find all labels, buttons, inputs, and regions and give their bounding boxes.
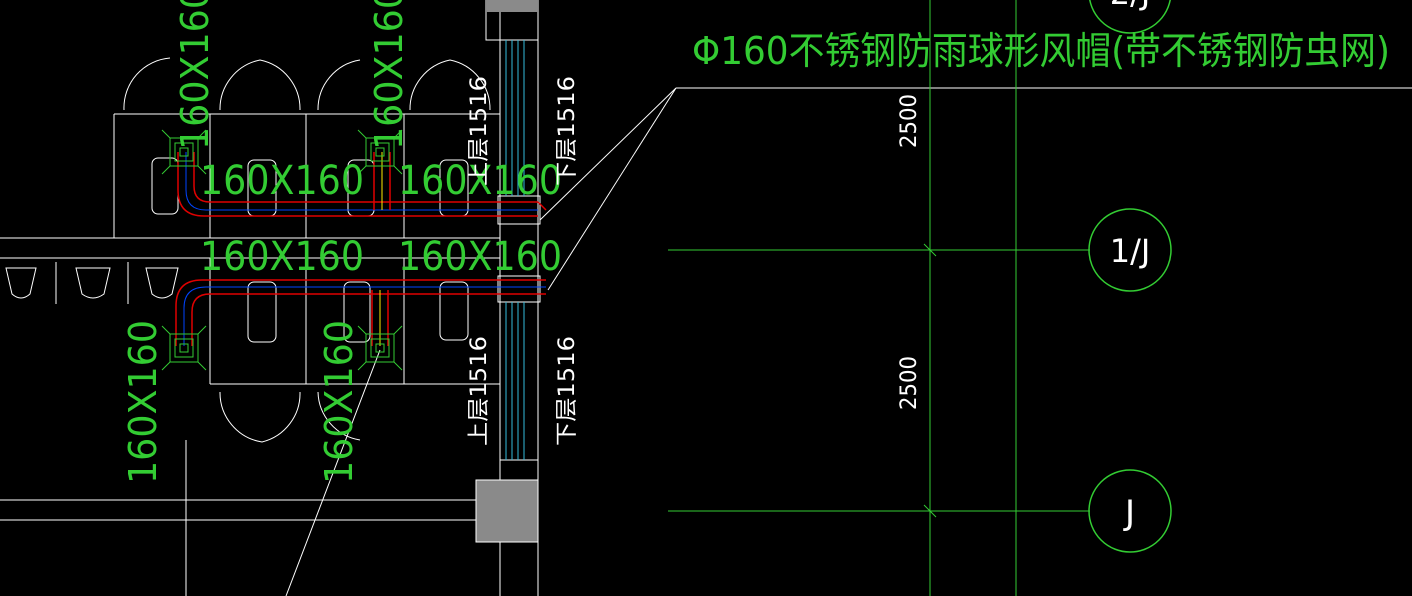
dimension-label-lower: 2500: [897, 356, 922, 410]
cap-annotation-label: Φ160不锈钢防雨球形风帽(带不锈钢防虫网): [692, 29, 1390, 73]
duct-size-label-upper-right: 160X160: [398, 158, 562, 204]
axis-label-top-partial: 2/J: [1110, 0, 1151, 12]
column-bottom: [475, 479, 539, 543]
shaft-label-lower-a: 上层1516: [467, 336, 492, 446]
urinal-fixture-icon: [5, 262, 179, 304]
axis-label-bottom: J: [1123, 493, 1135, 533]
shaft-label-upper-b: 下层1516: [555, 76, 580, 186]
duct-size-label-lower-right: 160X160: [398, 234, 562, 280]
dimension-label-upper: 2500: [897, 94, 922, 148]
duct-size-label-vertical-top-mid: 160X160: [367, 0, 411, 150]
shaft-label-upper-a: 上层1516: [467, 76, 492, 186]
duct-size-label-vertical-top-left: 160X160: [173, 0, 217, 150]
shaft-label-lower-b: 下层1516: [555, 336, 580, 446]
square-diffuser-icon: [161, 129, 403, 371]
duct-size-label-vertical-bottom-left: 160X160: [121, 320, 165, 484]
axis-grid: [668, 0, 1090, 596]
column-top: [486, 0, 538, 12]
duct-size-label-lower-left: 160X160: [200, 234, 364, 280]
axis-label-mid: 1/J: [1110, 232, 1151, 270]
duct-runs: [175, 152, 547, 346]
axis-bubble-icon[interactable]: [1088, 0, 1172, 553]
vent-shaft: [505, 40, 525, 460]
duct-size-label-vertical-bottom-mid: 160X160: [317, 320, 361, 484]
duct-size-label-upper-left: 160X160: [200, 158, 364, 204]
